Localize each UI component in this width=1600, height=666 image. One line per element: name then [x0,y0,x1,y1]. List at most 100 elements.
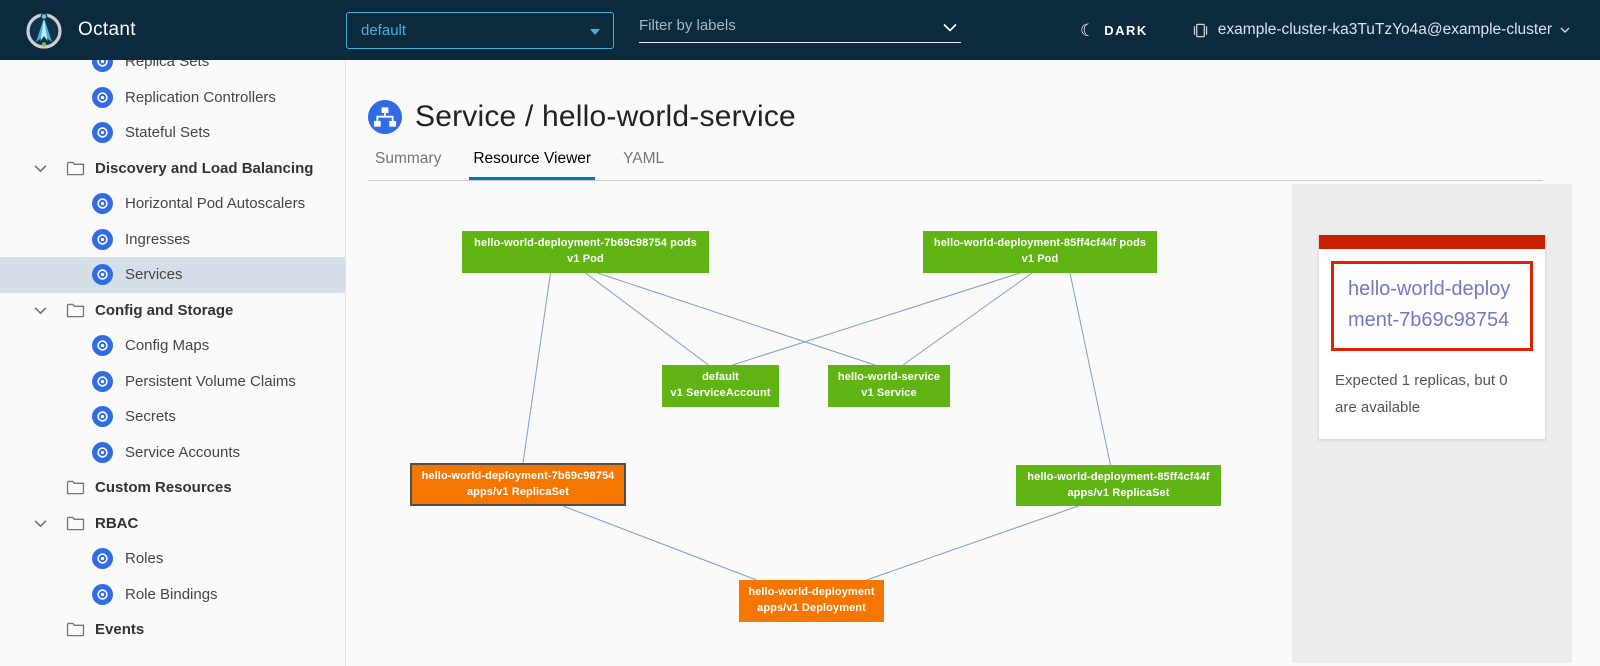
namespace-select[interactable]: default [346,11,614,49]
chevron-down-icon [1560,27,1570,33]
folder-icon [66,516,85,531]
node-name: hello-world-deployment-7b69c98754 [421,469,615,482]
sidebar-item-label: Discovery and Load Balancing [95,159,314,177]
detail-card: hello-world-deployment-7b69c98754 Expect… [1318,235,1546,440]
sidebar-item-label: Roles [125,550,164,568]
moon-icon: ☾ [1079,20,1096,40]
folder-icon [66,161,85,176]
sidebar-item-services[interactable]: Services [0,257,345,293]
theme-toggle-button[interactable]: ☾ DARK [1080,22,1148,39]
sidebar-item-discovery-and-load-balancing[interactable]: Discovery and Load Balancing [0,151,345,187]
service-accounts-icon [92,441,113,463]
role-bindings-icon [92,583,113,605]
roles-icon [92,548,113,570]
graph-node-hello-world-service[interactable]: hello-world-service v1 Service [828,365,950,407]
sidebar-item-label: Secrets [125,408,176,426]
app-logo-group: Octant [24,10,346,50]
sidebar-item-label: Stateful Sets [125,124,211,142]
status-message: Expected 1 replicas, but 0 are available [1335,372,1508,416]
sidebar-item-ingresses[interactable]: Ingresses [0,222,345,258]
sidebar-item-config-and-storage[interactable]: Config and Storage [0,293,345,329]
sidebar-item-events[interactable]: Events [0,612,345,648]
top-header-bar: Octant default ☾ DARK example-cluster-ka… [0,0,1600,60]
sidebar-item-label: Config Maps [125,337,210,355]
sidebar-item-persistent-volume-claims[interactable]: Persistent Volume Claims [0,364,345,400]
config-maps-icon [92,335,113,357]
theme-toggle-label: DARK [1104,22,1148,38]
sidebar-item-config-maps[interactable]: Config Maps [0,328,345,364]
page-title: Service / hello-world-service [415,100,796,133]
folder-icon [66,303,85,318]
label-filter [639,17,961,43]
node-name: hello-world-deployment-7b69c98754 pods [474,237,697,250]
sidebar-item-custom-resources[interactable]: Custom Resources [0,470,345,506]
sidebar-item-horizontal-pod-autoscalers[interactable]: Horizontal Pod Autoscalers [0,186,345,222]
chevron-down-icon[interactable] [34,519,48,528]
namespace-select-value: default [361,21,407,39]
folder-icon [66,622,85,637]
sidebar-item-label: Ingresses [125,230,191,248]
sidebar-item-stateful-sets[interactable]: Stateful Sets [0,115,345,151]
chevron-down-icon[interactable] [943,19,957,37]
service-icon [368,100,402,134]
sidebar-item-label: RBAC [95,514,139,532]
sidebar-item-rbac[interactable]: RBAC [0,506,345,542]
graph-edges [522,272,1111,581]
octant-logo-icon [24,10,64,50]
highlighted-title-box: hello-world-deployment-7b69c98754 [1331,261,1533,351]
sidebar-item-roles[interactable]: Roles [0,541,345,577]
sidebar-item-label: Replication Controllers [125,88,276,106]
tab-summary[interactable]: Summary [375,150,442,167]
detail-panel: hello-world-deployment-7b69c98754 Expect… [1292,184,1572,663]
context-label: example-cluster-ka3TuTzYo4a@example-clus… [1217,21,1552,38]
tab-resource-viewer[interactable]: Resource Viewer [469,150,596,180]
secrets-icon [92,406,113,428]
context-switcher[interactable]: example-cluster-ka3TuTzYo4a@example-clus… [1192,21,1570,39]
sidebar-item-label: Config and Storage [95,301,234,319]
horizontal-pod-autoscalers-icon [92,193,113,215]
error-status-strip [1319,235,1545,249]
sidebar-item-role-bindings[interactable]: Role Bindings [0,577,345,613]
sidebar-item-label: Replica Sets [125,60,210,71]
sidebar-item-label: Services [125,266,183,284]
chevron-down-icon[interactable] [34,306,48,315]
node-kind: apps/v1 ReplicaSet [466,485,570,498]
node-kind: apps/v1 Deployment [757,602,866,614]
sidebar-item-label: Service Accounts [125,443,241,461]
app-title: Octant [78,19,136,40]
cluster-icon [1192,22,1209,39]
node-kind: v1 Pod [1021,253,1059,265]
main-content: Service / hello-world-service Summary Res… [346,60,1600,666]
graph-node-hello-world-deployment-7b69c98754[interactable]: hello-world-deployment-7b69c98754 apps/v1… [410,463,626,506]
persistent-volume-claims-icon [92,370,113,392]
sidebar-item-label: Custom Resources [95,479,232,497]
chevron-down-icon[interactable] [34,164,48,173]
stateful-sets-icon [92,122,113,144]
node-kind: v1 Service [861,387,917,399]
graph-node-hello-world-deployment[interactable]: hello-world-deployment apps/v1 Deployment [739,580,884,622]
node-name: hello-world-service [837,371,941,384]
node-name: hello-world-deployment [748,586,875,599]
sidebar-item-replication-controllers[interactable]: Replication Controllers [0,80,345,116]
tab-yaml[interactable]: YAML [623,150,665,167]
sidebar-item-secrets[interactable]: Secrets [0,399,345,435]
sidebar-item-label: Events [95,621,145,639]
folder-icon [66,480,85,495]
caret-down-icon [590,28,600,35]
resource-link[interactable]: hello-world-deployment-7b69c98754 [1348,278,1511,331]
node-name: hello-world-deployment-85ff4cf44f [1027,470,1210,483]
label-filter-input[interactable] [639,17,961,34]
sidebar-item-service-accounts[interactable]: Service Accounts [0,435,345,471]
services-icon [92,264,113,286]
node-kind: v1 Pod [567,253,604,265]
node-kind: v1 ServiceAccount [670,387,771,399]
resource-viewer-canvas: hello-world-deployment-7b69c98754 pods v1… [346,181,1600,663]
sidebar-item-replica-sets[interactable]: Replica Sets [0,60,345,80]
tab-bar: Summary Resource Viewer YAML [368,150,1543,181]
graph-node-hello-world-deployment-7b69c98754-pods[interactable]: hello-world-deployment-7b69c98754 pods v1… [462,231,709,273]
